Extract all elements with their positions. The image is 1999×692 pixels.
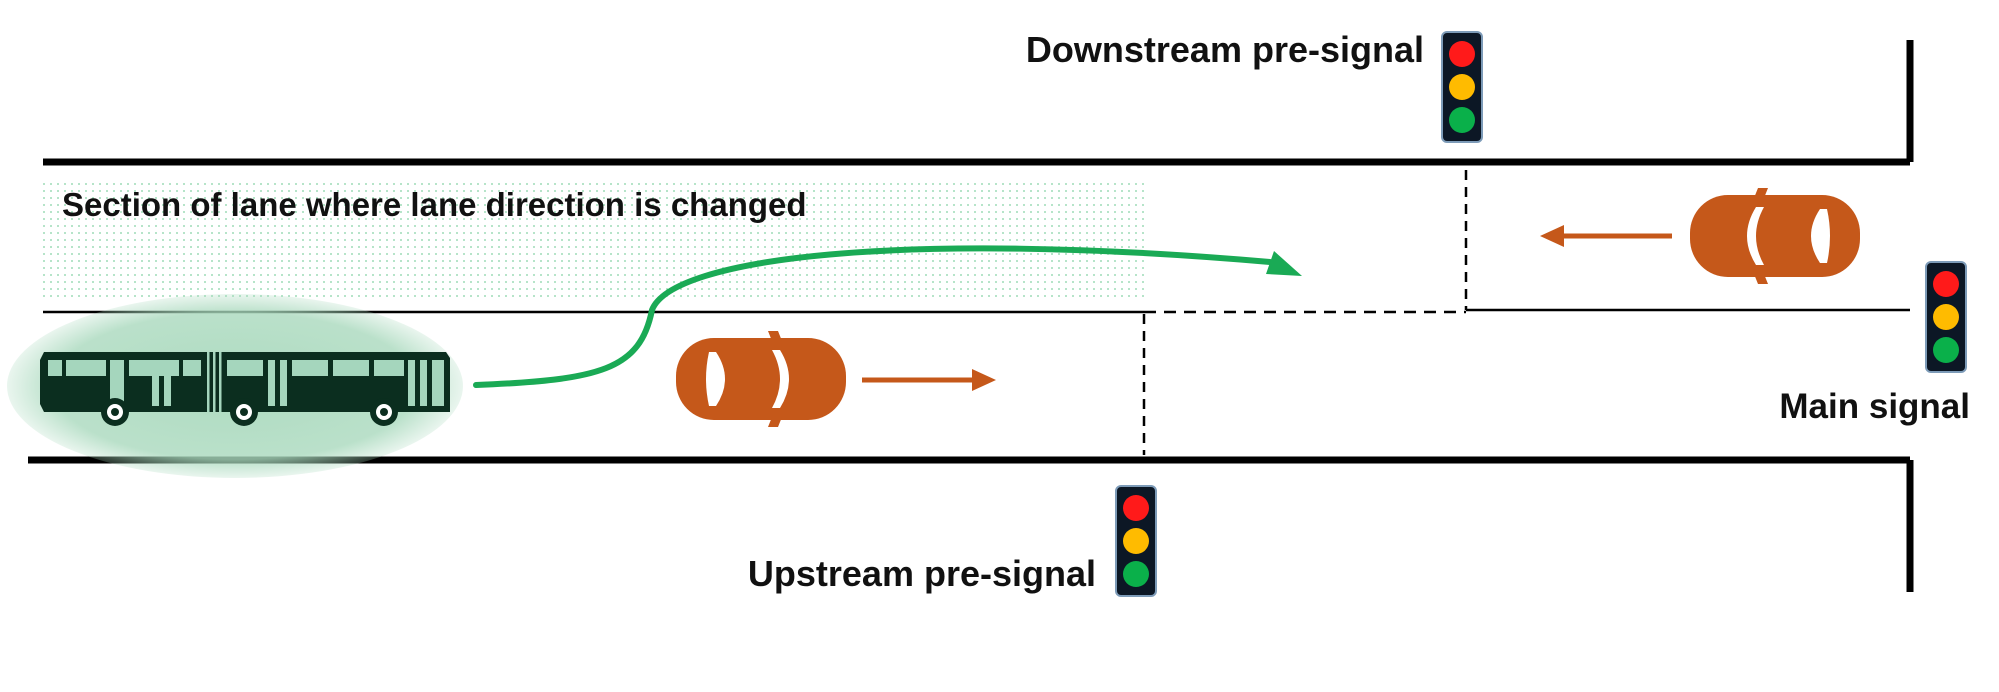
articulated-bus-icon: [40, 352, 450, 426]
car-direction-arrow-left: [1540, 225, 1672, 247]
upstream-signal-icon: [1115, 485, 1157, 597]
bus-wheel: [230, 398, 258, 426]
direction-change-zone-label: Section of lane where lane direction is …: [62, 186, 807, 223]
downstream-signal-label: Downstream pre-signal: [1026, 29, 1424, 70]
car-direction-arrow-right: [862, 369, 996, 391]
car-icon: [676, 331, 846, 427]
main-signal-label: Main signal: [1779, 387, 1970, 426]
downstream-signal-icon: [1441, 31, 1483, 143]
bus-path-arrowhead: [1266, 251, 1302, 276]
car-icon: [1690, 188, 1860, 284]
bus-wheel: [101, 398, 129, 426]
bus-wheel: [370, 398, 398, 426]
main-signal-icon: [1925, 261, 1967, 373]
bus-path-arrow: [473, 245, 1273, 388]
direction-change-zone: [40, 180, 1144, 298]
upstream-signal-label: Upstream pre-signal: [748, 553, 1096, 594]
